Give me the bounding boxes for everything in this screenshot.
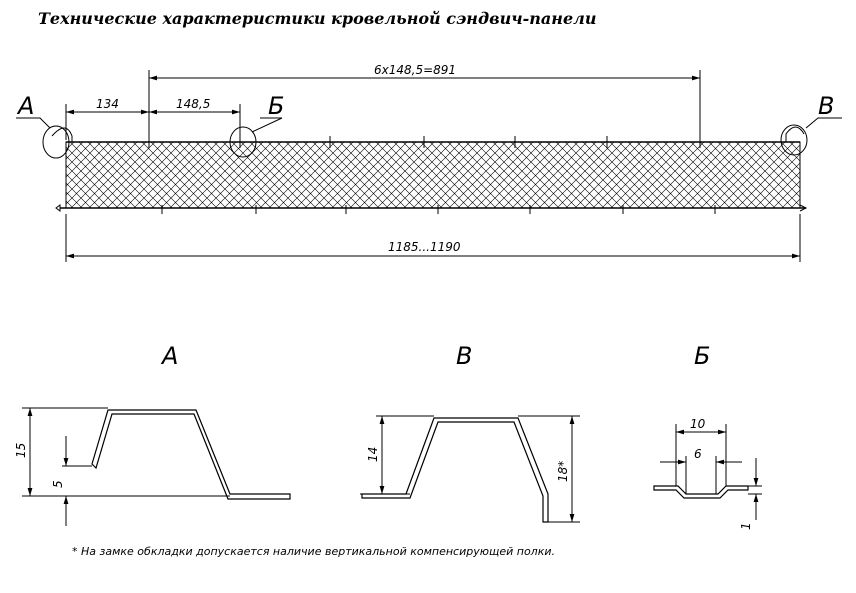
- dim-edge-text: 134: [96, 97, 119, 111]
- detail-v-label: В: [456, 342, 472, 370]
- dim-total-width: 1185...1190: [65, 214, 801, 262]
- left-bottom-lock: [55, 204, 61, 212]
- page-title: Технические характеристики кровельной сэ…: [38, 9, 596, 28]
- dim-pitch-text: 148,5: [176, 97, 210, 111]
- callout-b-leader: [251, 117, 283, 133]
- detail-v-dim-height-alt: 18*: [556, 461, 570, 482]
- detail-v-profile: [361, 417, 549, 523]
- detail-b: Б 10 6 1: [653, 342, 762, 530]
- panel-section: [51, 126, 808, 214]
- callout-v-leader: [805, 117, 842, 129]
- top-ribs: [148, 136, 701, 148]
- callout-a-circle: [42, 125, 70, 159]
- detail-b-dim-outer: 10: [690, 417, 706, 431]
- detail-a-label: А: [160, 342, 178, 370]
- detail-b-dim-inner: 6: [694, 447, 702, 461]
- dim-edge: 134: [65, 97, 241, 140]
- detail-b-profile: [653, 485, 749, 499]
- dim-pitch-total-text: 6x148,5=891: [374, 63, 456, 77]
- detail-a-dim-step: 5: [51, 480, 65, 488]
- callout-v-circle: [780, 124, 808, 156]
- left-lock: [51, 127, 73, 142]
- callout-b-circle: [229, 126, 257, 158]
- insulation-core: [65, 141, 801, 209]
- dim-pitch-total: 6x148,5=891: [148, 63, 701, 140]
- detail-a: А 15 5: [14, 342, 291, 526]
- detail-b-label: Б: [694, 342, 710, 370]
- bottom-ribs: [161, 205, 716, 214]
- dim-pitch: 148,5: [149, 97, 240, 115]
- callout-b-label: Б: [268, 92, 284, 120]
- detail-a-dim-height: 15: [14, 443, 28, 458]
- detail-a-profile: [91, 409, 291, 500]
- callout-a-label: А: [16, 92, 34, 120]
- detail-b-dim-depth: 1: [739, 522, 753, 530]
- footnote: * На замке обкладки допускается наличие …: [72, 545, 555, 558]
- right-lock: [785, 126, 805, 142]
- dim-total-width-text: 1185...1190: [388, 240, 461, 254]
- detail-v: В 14 18*: [360, 342, 580, 523]
- callout-a-leader: [16, 117, 51, 129]
- detail-v-dim-height: 14: [366, 447, 380, 462]
- right-bottom-lock: [799, 204, 808, 212]
- callout-v-label: В: [818, 92, 834, 120]
